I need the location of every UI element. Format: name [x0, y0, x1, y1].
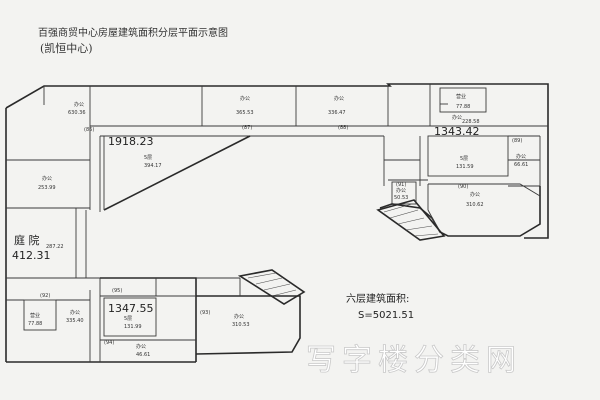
watermark: 写字楼分类网	[306, 343, 522, 378]
parcel-code: (92)	[40, 293, 50, 299]
parcel-codes: (86) (87) (88) (89) (90) (91) (92) (93) …	[40, 125, 522, 346]
parcel-code: (91)	[396, 182, 406, 188]
area-east: 1343.42	[434, 125, 480, 138]
plan-subtitle: (凯恒中心)	[40, 42, 93, 55]
room-area: 77.88	[28, 321, 42, 327]
room-label: 办公	[240, 95, 250, 102]
room-label: 5层	[144, 155, 152, 161]
total-area-value: S=5021.51	[358, 310, 414, 321]
room-label: 办公	[42, 175, 52, 182]
parcel-code: (87)	[242, 125, 252, 131]
room-label: 办公	[396, 187, 406, 194]
south-entrance	[237, 269, 306, 305]
north-wing-block	[99, 135, 251, 212]
room-area: 50.53	[394, 195, 408, 201]
parcel-code: (95)	[112, 288, 122, 294]
parcel-code: (94)	[104, 340, 114, 346]
room-label: 办公	[516, 153, 526, 160]
room-area: 336.47	[328, 110, 346, 116]
area-yard: 412.31	[12, 249, 51, 262]
east-entrance	[376, 199, 446, 241]
total-area-label: 六层建筑面积:	[346, 292, 409, 305]
north-rooms	[43, 84, 548, 210]
yard-small-area: 287.22	[46, 244, 64, 250]
room-label: 办公	[452, 114, 462, 121]
south-rooms	[99, 277, 301, 362]
room-area: 365.53	[236, 110, 254, 116]
room-area: 131.99	[124, 324, 142, 330]
room-area: 253.99	[38, 185, 56, 191]
plan-title: 百强商贸中心房屋建筑面积分层平面示意图	[38, 26, 228, 39]
room-label: 办公	[334, 95, 344, 102]
room-label: 办公	[70, 309, 80, 316]
room-labels: 办公 630.36 办公 365.53 办公 336.47 营业 77.88 办…	[28, 93, 528, 358]
room-label: 办公	[74, 101, 84, 108]
parcel-code: (86)	[84, 127, 94, 133]
room-area: 310.62	[466, 202, 484, 208]
room-label: 办公	[136, 343, 146, 350]
room-area: 228.58	[462, 119, 480, 125]
room-label: 办公	[234, 313, 244, 320]
room-area: 66.61	[514, 162, 528, 168]
parcel-code: (88)	[338, 125, 348, 131]
parcel-code: (90)	[458, 184, 468, 190]
yard-label: 庭 院	[14, 233, 40, 247]
room-area: 394.17	[144, 163, 162, 169]
room-area: 46.61	[136, 352, 150, 358]
room-label: 办公	[470, 191, 480, 198]
area-north: 1918.23	[108, 135, 154, 148]
room-area: 77.88	[456, 104, 470, 110]
parcel-code: (93)	[200, 310, 210, 316]
room-area: 335.40	[66, 318, 84, 324]
parcel-code: (89)	[512, 138, 522, 144]
room-area: 310.53	[232, 322, 250, 328]
room-label: 营业	[456, 93, 466, 100]
room-label: 营业	[30, 312, 40, 319]
room-label: 5层	[124, 316, 132, 322]
room-area: 630.36	[68, 110, 86, 116]
west-rooms	[6, 159, 100, 362]
room-area: 131.59	[456, 164, 474, 170]
area-south: 1347.55	[108, 302, 154, 315]
room-label: 5层	[460, 156, 468, 162]
